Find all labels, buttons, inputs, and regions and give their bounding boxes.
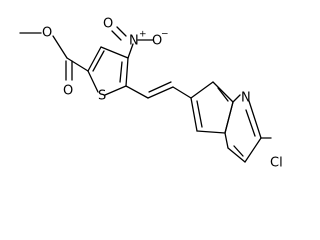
ester-oxygen-top-label: O bbox=[42, 26, 52, 41]
quinoline-bond-f bbox=[232, 94, 241, 103]
thiophene-bond-3 bbox=[125, 57, 129, 87]
thiophene-bond-3-inner bbox=[119, 61, 123, 83]
vinyl-bond-2-double bbox=[148, 81, 172, 93]
nitro-oxygen-left-label: O bbox=[103, 17, 113, 32]
quinoline-bond-h bbox=[244, 137, 262, 163]
quinoline-bond-inner-4 bbox=[233, 145, 244, 157]
nitro-o-left-bond-double bbox=[116, 26, 127, 37]
quinoline-nitrogen-label: N bbox=[241, 91, 251, 106]
quinoline-bond-k bbox=[224, 101, 234, 134]
quinoline-bond-j bbox=[224, 132, 229, 149]
ester-o-c-bond bbox=[52, 35, 68, 59]
thiophene-bond-1 bbox=[87, 46, 102, 72]
quinoline-bond-d bbox=[212, 81, 234, 103]
nitro-oxygen-right-label: O bbox=[152, 34, 162, 49]
chlorine-label: Cl bbox=[270, 156, 283, 171]
nitro-plus-label: + bbox=[139, 30, 147, 40]
quinoline-bond-i bbox=[227, 147, 246, 163]
nitro-o-left-bond bbox=[111, 30, 122, 41]
quinoline-bond-inner-2 bbox=[217, 87, 229, 102]
vinyl-bond-3 bbox=[172, 86, 192, 99]
thiophene-bond-1-inner bbox=[92, 50, 105, 72]
vinyl-bond-1 bbox=[125, 85, 149, 99]
quinoline-bond-a bbox=[190, 97, 198, 132]
nitro-minus-label: − bbox=[161, 30, 169, 40]
thiophene-bond-4 bbox=[104, 85, 127, 96]
quinoline-bond-inner-1 bbox=[196, 100, 203, 128]
thiophene-nitro-bond bbox=[127, 43, 134, 59]
chemical-structure-canvas: O O O N + O − S N Cl bbox=[19, 16, 283, 171]
quinoline-bond-e bbox=[190, 81, 214, 99]
quinoline-bond-b bbox=[196, 130, 226, 134]
thiophene-sulfur-label: S bbox=[98, 89, 106, 104]
quinoline-bond-g bbox=[248, 100, 262, 139]
vinyl-bond-2 bbox=[147, 86, 174, 99]
ester-oxygen-bottom-label: O bbox=[63, 84, 73, 99]
molecule-diagram: O O O N + O − S N Cl bbox=[19, 17, 283, 171]
nitro-nitrogen-label: N bbox=[129, 34, 139, 49]
thiophene-bond-5 bbox=[87, 70, 99, 93]
quinoline-bond-inner-3 bbox=[245, 109, 256, 137]
thiophene-bond-2 bbox=[100, 46, 129, 59]
ester-thiophene-bond bbox=[66, 57, 89, 72]
